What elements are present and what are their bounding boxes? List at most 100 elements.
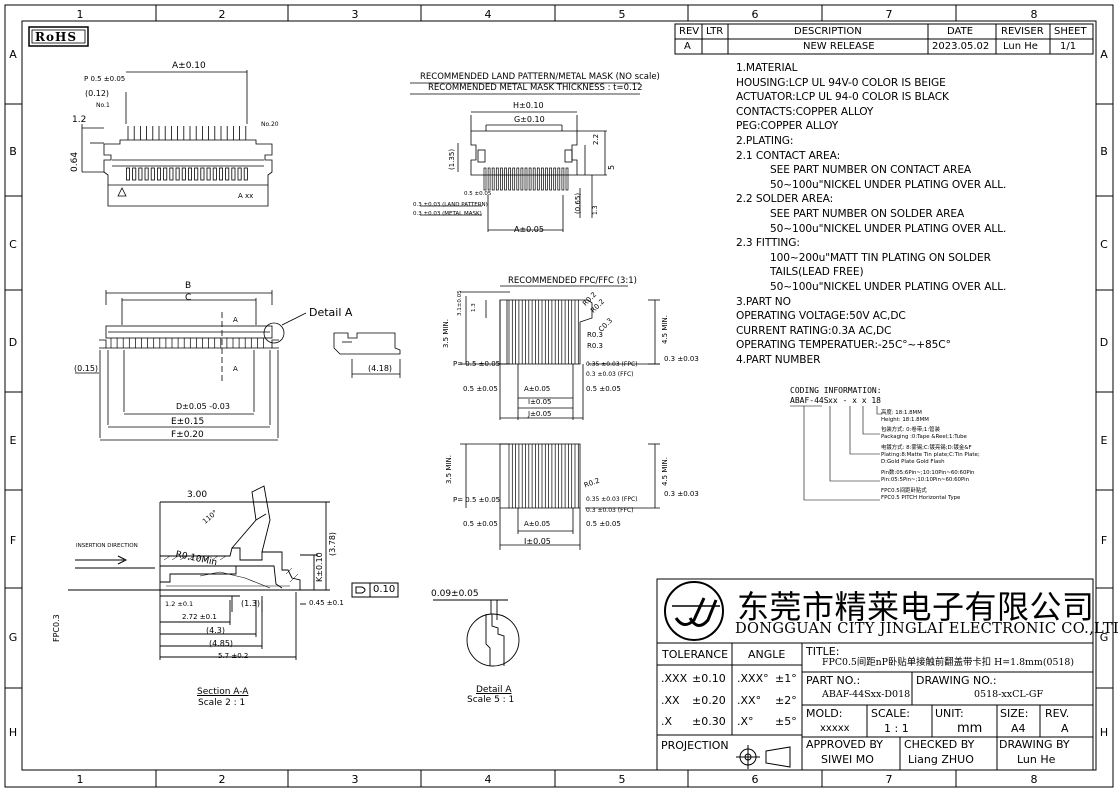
- drawing-no: 0518-xxCL-GF: [974, 689, 1044, 700]
- dim-label: 3.5 MIN.: [442, 319, 450, 348]
- note-line: PEG:COPPER ALLOY: [736, 120, 839, 133]
- top-pin-slot: [218, 167, 223, 181]
- top-pin-slot: [212, 167, 217, 181]
- revision-table-grid: [674, 23, 1094, 55]
- dim-label: 3.5 MIN.: [445, 455, 453, 484]
- section-marker-a: A: [233, 316, 238, 324]
- ang-key: .X°: [737, 715, 754, 728]
- top-view-pins: [126, 126, 248, 181]
- reviser-value: Lun He: [1003, 41, 1038, 52]
- top-pin-slot: [225, 167, 230, 181]
- size-value: A4: [1011, 722, 1026, 735]
- top-pin-slot: [150, 167, 155, 181]
- land-pad: [528, 167, 532, 191]
- approved-label: APPROVED BY: [806, 738, 884, 751]
- ang-key: .XX°: [737, 694, 762, 707]
- dim-label: 3.1±0.05: [457, 290, 463, 316]
- rev-value: A: [684, 41, 691, 52]
- top-pin-slot: [144, 167, 149, 181]
- drawing-no-label: DRAWING NO.:: [916, 674, 997, 687]
- detail-title: Detail A: [476, 685, 512, 695]
- dim-label: 4.5 MIN.: [661, 315, 669, 344]
- dim-label: (0.15): [74, 364, 99, 373]
- dim-label: R0.3: [587, 342, 603, 350]
- dim-label: I±0.05: [528, 398, 552, 406]
- note-line: OPERATING TEMPERATUER:-25C°~+85C°: [736, 339, 951, 352]
- front-view-pins: [110, 338, 264, 348]
- coding-line: 高度: 18:1.8MM: [881, 410, 922, 416]
- dim-label: K±0.10: [315, 552, 324, 582]
- dim-label: 0.35 ±0.03 (FPC): [586, 496, 638, 503]
- top-pin-slot: [194, 167, 199, 181]
- dim-label: 1.3: [471, 303, 477, 312]
- ang-val: ±2°: [775, 694, 797, 707]
- note-line: SEE PART NUMBER ON SOLDER AREA: [770, 207, 965, 220]
- flatness-symbol-icon: [351, 582, 399, 598]
- angle-label: ANGLE: [748, 648, 786, 661]
- dim-label: 5.7 ±0.2: [218, 652, 249, 660]
- ltr-header: LTR: [706, 26, 724, 37]
- date-header: DATE: [947, 26, 974, 37]
- dim-label: P= 0.5 ±0.05: [453, 496, 501, 504]
- dim-label: H±0.10: [513, 101, 544, 110]
- zone-row-label: A: [9, 48, 17, 61]
- dim-label: I±0.05: [524, 537, 551, 546]
- zone-row-label: D: [9, 336, 17, 349]
- zone-column-label: 7: [886, 773, 893, 786]
- detail-scale: Scale 5 : 1: [467, 695, 515, 705]
- coding-line: FPC0.5 PITCH Horizontal Type: [881, 494, 961, 501]
- dim-label: F±0.20: [171, 430, 204, 440]
- zone-row-label: H: [9, 726, 17, 739]
- dim-label: E±0.15: [171, 417, 205, 427]
- dim-label: (0.12): [85, 89, 110, 98]
- note-line: OPERATING VOLTAGE:50V AC,DC: [736, 310, 906, 323]
- checked-label: CHECKED BY: [904, 738, 975, 751]
- coding-details: 高度: 18:1.8MM Height: 18:1.8MM 包装方式: 0:卷带…: [881, 410, 980, 502]
- description-value: NEW RELEASE: [803, 41, 875, 52]
- dim-label: 0.3 ±0.03 (FFC): [586, 507, 634, 514]
- note-line: 2.PLATING:: [736, 134, 794, 147]
- coding-line: Pin数:05:6Pin~;10:10Pin~60:60Pin: [881, 470, 975, 477]
- top-pin-slot: [200, 167, 205, 181]
- top-pin-slot: [132, 167, 137, 181]
- company-name-cn: 东莞市精莱电子有限公司: [737, 588, 1095, 626]
- projection-label: PROJECTION: [661, 739, 729, 752]
- drawing-by-label: DRAWING BY: [999, 738, 1070, 751]
- sheet-header: SHEET: [1054, 26, 1087, 37]
- land-pattern-view: [410, 82, 640, 232]
- dim-label: D±0.05 -0.03: [176, 402, 230, 411]
- zone-column-label: 8: [1031, 773, 1038, 786]
- note-line: 50~100u"NICKEL UNDER PLATING OVER ALL.: [770, 280, 1007, 293]
- ang-val: ±1°: [775, 672, 797, 685]
- dim-label: 1.2 ±0.1: [165, 600, 194, 608]
- dim-label: A±0.05: [514, 225, 544, 234]
- tol-key: .XX: [661, 694, 680, 707]
- rev-header: REV: [679, 26, 700, 37]
- dim-label: 3.00: [187, 490, 208, 500]
- ang-key: .XXX°: [737, 672, 769, 685]
- zone-column-label: 5: [619, 773, 626, 786]
- land-pad: [500, 167, 503, 191]
- land-pad: [553, 167, 557, 191]
- note-line: TAILS(LEAD FREE): [770, 266, 864, 279]
- zone-row-label: G: [1100, 631, 1109, 644]
- detail-a-callout: Detail A: [309, 306, 353, 319]
- coding-suffix: xx - x x 18: [828, 396, 881, 405]
- description-header: DESCRIPTION: [794, 26, 862, 37]
- dim-label: A xx: [238, 192, 254, 200]
- zone-column-label: 3: [352, 8, 359, 21]
- section-hatch: [163, 555, 299, 583]
- dim-label: FPC0.3: [52, 614, 61, 642]
- zone-row-label: F: [10, 534, 16, 547]
- section-scale: Scale 2 : 1: [198, 698, 246, 708]
- outer-frame: [4, 4, 1114, 788]
- section-marker-a: A: [233, 365, 238, 373]
- top-pin-slot: [156, 167, 161, 181]
- top-pin-slot: [187, 167, 192, 181]
- drawing-title: FPC0.5间距nP卧贴单接触前翻盖带卡扣 H=1.8mm(0518): [822, 657, 1074, 668]
- note-line: SEE PART NUMBER ON CONTACT AREA: [770, 164, 972, 177]
- tol-val: ±0.30: [692, 715, 726, 728]
- land-pad: [504, 167, 507, 191]
- dim-label: 0.3 ±0.03 (METAL MASK): [413, 211, 482, 217]
- zone-row-label: F: [1101, 534, 1107, 547]
